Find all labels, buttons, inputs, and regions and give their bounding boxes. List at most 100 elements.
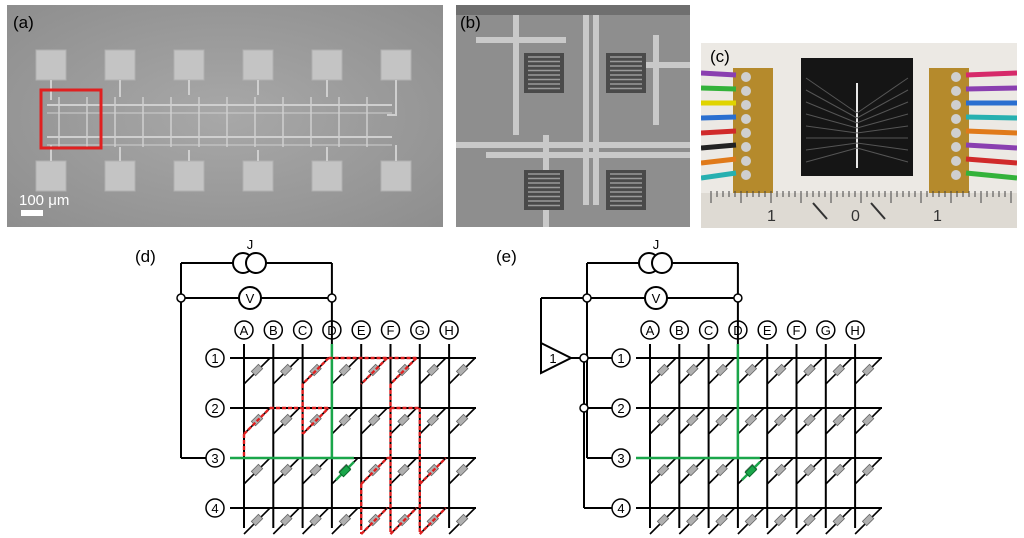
bond-pad [380, 160, 412, 192]
memristor-element [280, 413, 293, 427]
column-node [845, 320, 865, 340]
scale-bar-label: 100 μm [19, 192, 69, 209]
column-node [380, 320, 401, 340]
solder-joint [741, 170, 751, 180]
cable [701, 170, 737, 181]
memristor-element [455, 363, 469, 377]
column-node [410, 320, 430, 340]
trace [50, 145, 397, 161]
sneak-path [301, 407, 330, 435]
comb-structure [524, 170, 564, 210]
memristor-element [861, 413, 875, 427]
selected-memristor [338, 464, 352, 478]
cable [701, 70, 737, 78]
memristor-element [455, 513, 469, 527]
column-node [816, 320, 836, 340]
panel-a-sem-overview: 100 μm (a) [7, 5, 443, 227]
voltmeter [238, 286, 262, 310]
column-label: E [763, 323, 772, 338]
memristor-element [656, 413, 670, 427]
memristor-element [773, 363, 787, 377]
bond-pad [104, 49, 136, 81]
memristor-element [686, 363, 699, 377]
memristor-element [309, 463, 322, 477]
source-label: J [247, 237, 254, 252]
column-label: G [821, 323, 831, 338]
panel-label-a: (a) [13, 13, 34, 32]
column-node [351, 320, 371, 340]
panel-label-b: (b) [460, 13, 481, 32]
memristor-element [744, 363, 758, 377]
memristor-element [367, 413, 381, 427]
row-label: 4 [211, 501, 218, 516]
cable [965, 114, 1017, 121]
panel-b-zoom-image: (b) [456, 5, 690, 227]
memristor-element [773, 513, 787, 527]
memristor-element [686, 513, 699, 527]
bond-pad [35, 49, 67, 81]
comb-structure [524, 53, 564, 93]
solder-joint [951, 128, 961, 138]
column-node [640, 320, 660, 340]
panel-label-c: (c) [710, 47, 730, 66]
ruler-label-left: 1 [767, 208, 776, 225]
column-label: C [298, 323, 307, 338]
memristor-element [686, 413, 699, 427]
ruler-label-right: 1 [933, 208, 942, 225]
column-label: B [675, 323, 684, 338]
column-node [786, 320, 807, 340]
source-label: J [653, 237, 660, 252]
sneak-path [418, 457, 447, 485]
row-label: 4 [617, 501, 624, 516]
sneak-path [360, 357, 389, 385]
row-label: 2 [211, 401, 218, 416]
memristor-element [426, 363, 440, 377]
memristor-element [656, 363, 670, 377]
column-label: A [240, 323, 249, 338]
column-label: A [646, 323, 655, 338]
memristor-element [426, 413, 440, 427]
memristor-element [309, 513, 322, 527]
memristor-element [832, 463, 846, 477]
column-node [234, 320, 254, 340]
memristor-element [686, 463, 699, 477]
cable [965, 170, 1017, 181]
sneak-path [389, 507, 418, 535]
solder-joint [741, 142, 751, 152]
scale-bar [21, 210, 43, 216]
memristor-element [280, 363, 293, 377]
memristor-element [715, 413, 728, 427]
right-connector [929, 68, 969, 193]
column-label: B [269, 323, 278, 338]
voltmeter [644, 286, 668, 310]
bond-pad [242, 49, 274, 81]
bond-pad [311, 49, 343, 81]
memristor-element [773, 413, 787, 427]
memristor-element [338, 513, 352, 527]
column-node [757, 320, 777, 340]
solder-joint [951, 114, 961, 124]
memristor-element [338, 363, 352, 377]
memristor-element [861, 363, 875, 377]
sneak-path [360, 507, 389, 535]
column-node [669, 320, 690, 340]
chip-photo: 1 0 1 [701, 43, 1017, 228]
panel-label-d: (d) [135, 247, 156, 266]
left-connector [733, 68, 773, 193]
current-source [651, 252, 673, 274]
column-node [263, 320, 284, 340]
terminal-node [176, 293, 186, 303]
panel-c-chip-photo: 1 0 1 (c) [701, 43, 1017, 228]
terminal-node [582, 293, 592, 303]
meter-label: V [246, 291, 255, 306]
memristor-element [861, 513, 875, 527]
bond-pad [173, 160, 205, 192]
memristor-element [250, 513, 264, 527]
memristor-element [861, 463, 875, 477]
memristor-element [715, 513, 728, 527]
memristor-element [744, 513, 758, 527]
circuit-e: ABCDEFGH1234JV1 [540, 237, 882, 535]
bond-pad [104, 160, 136, 192]
terminal-node [733, 293, 743, 303]
sneak-path [389, 357, 418, 385]
